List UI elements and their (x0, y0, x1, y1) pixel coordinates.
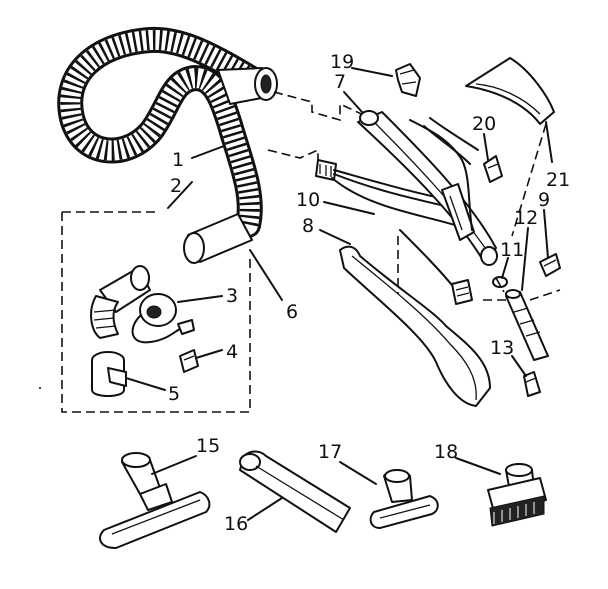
callout-19: 19 (330, 51, 354, 73)
clip-icon (179, 349, 199, 373)
cord-loop-icon (131, 293, 195, 344)
group-box (61, 211, 251, 413)
handle-lower-icon (339, 236, 491, 407)
dusting-brush-icon (487, 463, 547, 527)
callout-21: 21 (546, 169, 570, 191)
callout-5: 5 (168, 383, 180, 405)
hose-cuff-icon (217, 67, 278, 105)
callout-6: 6 (286, 301, 298, 323)
coupler-icon (91, 351, 127, 397)
small-fitting-icon (395, 63, 421, 97)
floor-tool-icon (99, 452, 211, 549)
callout-12: 12 (514, 207, 538, 229)
callout-18: 18 (434, 441, 458, 463)
callout-17: 17 (318, 441, 342, 463)
callout-10: 10 (296, 189, 320, 211)
leader-lines (125, 67, 553, 521)
guide-lines (511, 123, 561, 301)
switch-cover-icon (465, 57, 555, 125)
swivel-elbow-icon (90, 265, 151, 339)
hose-icon (57, 26, 275, 238)
handle-upper-icon (357, 110, 498, 266)
clamp-icon (483, 155, 503, 183)
callout-15: 15 (196, 435, 220, 457)
crevice-tool-icon (239, 450, 351, 533)
clip-icon (539, 253, 561, 277)
upholstery-tool-icon (369, 469, 439, 529)
tube-connector-icon (480, 277, 549, 361)
callout-3: 3 (226, 285, 238, 307)
callout-20: 20 (472, 113, 496, 135)
callout-2: 2 (170, 175, 182, 197)
wire-harness-icon (399, 229, 473, 305)
callout-13: 13 (490, 337, 514, 359)
callout-16: 16 (224, 513, 248, 535)
callout-8: 8 (302, 215, 314, 237)
callout-4: 4 (226, 341, 238, 363)
stray-dot (39, 387, 41, 389)
callout-11: 11 (500, 239, 524, 261)
small-fitting-icon (523, 371, 541, 397)
callout-7: 7 (334, 71, 346, 93)
callout-9: 9 (538, 189, 550, 211)
callout-1: 1 (172, 149, 184, 171)
hose-cuff-icon (183, 213, 253, 264)
callout-labels: 1 2 3 4 5 6 7 8 9 10 11 12 13 15 16 17 1… (168, 51, 570, 535)
